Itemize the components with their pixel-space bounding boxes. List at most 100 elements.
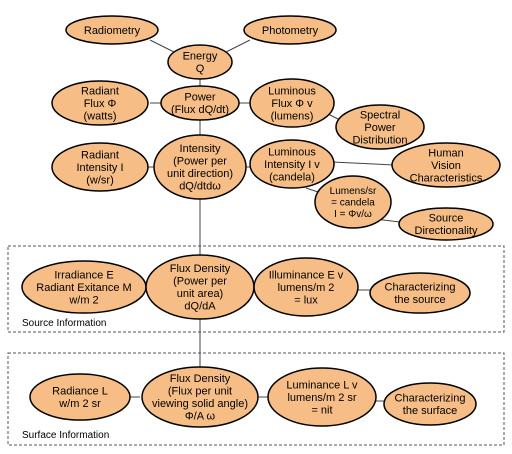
node-source-directionality-label-0: Source xyxy=(429,213,464,225)
node-radiant-intensity-label-2: (w/sr) xyxy=(86,175,114,187)
node-flux-density-surface-label-1: (Flux per unit xyxy=(168,386,232,398)
node-radiometry-label-0: Radiometry xyxy=(84,25,141,37)
node-luminance-shape xyxy=(267,367,377,427)
node-radiant-intensity-label-0: Radiant xyxy=(81,150,119,162)
node-luminous-flux-label-2: (lumens) xyxy=(271,111,314,123)
node-flux-density-source-label-3: dQ/dA xyxy=(184,301,216,313)
node-lumens-sr-label-1: = candela xyxy=(331,198,375,209)
source-information-section xyxy=(7,245,505,333)
node-illuminance-label-2: = lux xyxy=(294,295,318,307)
node-source-directionality-label-1: Directionality xyxy=(415,225,478,237)
node-irradiance-label-1: Radiant Exitance M xyxy=(36,282,131,294)
node-radiant-intensity-shape xyxy=(51,142,149,192)
node-energy-label-0: Energy xyxy=(183,51,218,63)
node-luminous-flux-label-1: Flux Φ v xyxy=(271,98,313,110)
node-power-label-0: Power xyxy=(184,92,216,104)
node-radiance-shape xyxy=(29,373,131,421)
node-spectral-power-label-1: Power xyxy=(364,122,396,134)
node-radiant-intensity-label-1: Intensity I xyxy=(76,162,123,174)
node-flux-density-source-label-0: Flux Density xyxy=(170,263,231,275)
node-radiance-label-0: Radiance L xyxy=(52,386,108,398)
node-luminance-label-0: Luminance L v xyxy=(286,380,358,392)
node-spectral-power-label-2: Distribution xyxy=(352,135,407,147)
edge-luminousintensity-lumenssr xyxy=(305,187,319,193)
node-intensity-label-1: (Power per xyxy=(173,156,227,168)
node-luminous-intensity-label-0: Luminous xyxy=(268,147,316,159)
node-power-shape xyxy=(160,85,240,121)
node-lumens-sr-label-2: I = Φv/ω xyxy=(334,209,372,220)
node-flux-density-surface-label-2: viewing solid angle) xyxy=(152,398,248,410)
node-luminous-flux-shape xyxy=(249,78,335,128)
node-lumens-sr-label-0: Lumens/sr xyxy=(330,186,377,197)
node-intensity-label-3: dQ/dtdω xyxy=(179,181,221,193)
node-illuminance-label-1: lumens/m 2 xyxy=(278,282,335,294)
node-radiometry-shape xyxy=(65,15,159,45)
node-human-vision-shape xyxy=(391,142,501,188)
node-luminous-flux-label-0: Luminous xyxy=(268,86,316,98)
node-radiant-flux-shape xyxy=(51,80,149,126)
node-spectral-power-label-0: Spectral xyxy=(360,110,400,122)
node-flux-density-source-label-2: unit area) xyxy=(177,288,223,300)
node-flux-density-surface-label-0: Flux Density xyxy=(170,373,231,385)
node-intensity-label-2: unit direction) xyxy=(167,168,233,180)
node-photometry: Photometry xyxy=(243,15,337,45)
node-human-vision-label-0: Human xyxy=(428,148,463,160)
node-characterizing-source-label-0: Characterizing xyxy=(385,282,456,294)
node-intensity-label-0: Intensity xyxy=(180,143,221,155)
surface-information-section xyxy=(7,352,505,446)
node-energy-label-1: Q xyxy=(196,63,205,75)
node-illuminance-shape xyxy=(253,257,359,317)
node-radiometry: Radiometry xyxy=(65,15,159,45)
node-energy-shape xyxy=(167,44,233,80)
node-flux-density-surface-shape xyxy=(141,366,259,428)
surface-information-label: Surface Information xyxy=(22,430,109,441)
node-radiance-label-1: w/m 2 sr xyxy=(58,398,101,410)
node-human-vision-label-2: Characteristics xyxy=(410,173,483,185)
node-luminance-label-2: = nit xyxy=(311,405,332,417)
node-luminance-label-1: lumens/m 2 sr xyxy=(287,392,356,404)
node-radiant-flux-label-2: (watts) xyxy=(84,111,117,123)
node-power-label-1: (Flux dQ/dt) xyxy=(171,104,229,116)
node-intensity-shape xyxy=(153,134,247,200)
node-illuminance-label-0: Illuminance E v xyxy=(269,270,344,282)
edge-luminousintensity-humanvision xyxy=(331,161,395,166)
node-characterizing-surface-label-0: Characterizing xyxy=(395,393,466,405)
node-radiance: Radiance Lw/m 2 sr xyxy=(29,373,131,421)
node-photometry-label-0: Photometry xyxy=(262,25,319,37)
node-flux-density-surface-label-3: Φ/A ω xyxy=(185,411,216,423)
node-characterizing-source-label-1: the source xyxy=(394,294,445,306)
node-lumens-sr-shape xyxy=(314,175,392,229)
node-characterizing-surface-label-1: the surface xyxy=(403,405,457,417)
node-radiant-flux-label-0: Radiant xyxy=(81,86,119,98)
node-luminous-intensity-label-2: (candela) xyxy=(269,172,315,184)
node-luminous-intensity-label-1: Intensity I v xyxy=(264,159,320,171)
node-luminous-intensity-shape xyxy=(249,139,335,189)
node-human-vision-label-1: Vision xyxy=(431,160,461,172)
source-information-label: Source Information xyxy=(22,318,107,329)
node-radiant-flux-label-1: Flux Φ xyxy=(84,98,117,110)
node-photometry-shape xyxy=(243,15,337,45)
node-irradiance-label-2: w/m 2 xyxy=(68,295,98,307)
node-characterizing-source-shape xyxy=(369,272,471,314)
node-spectral-power-shape xyxy=(335,104,425,150)
node-source-directionality-shape xyxy=(398,207,494,241)
node-flux-density-source-label-1: (Power per xyxy=(173,276,227,288)
